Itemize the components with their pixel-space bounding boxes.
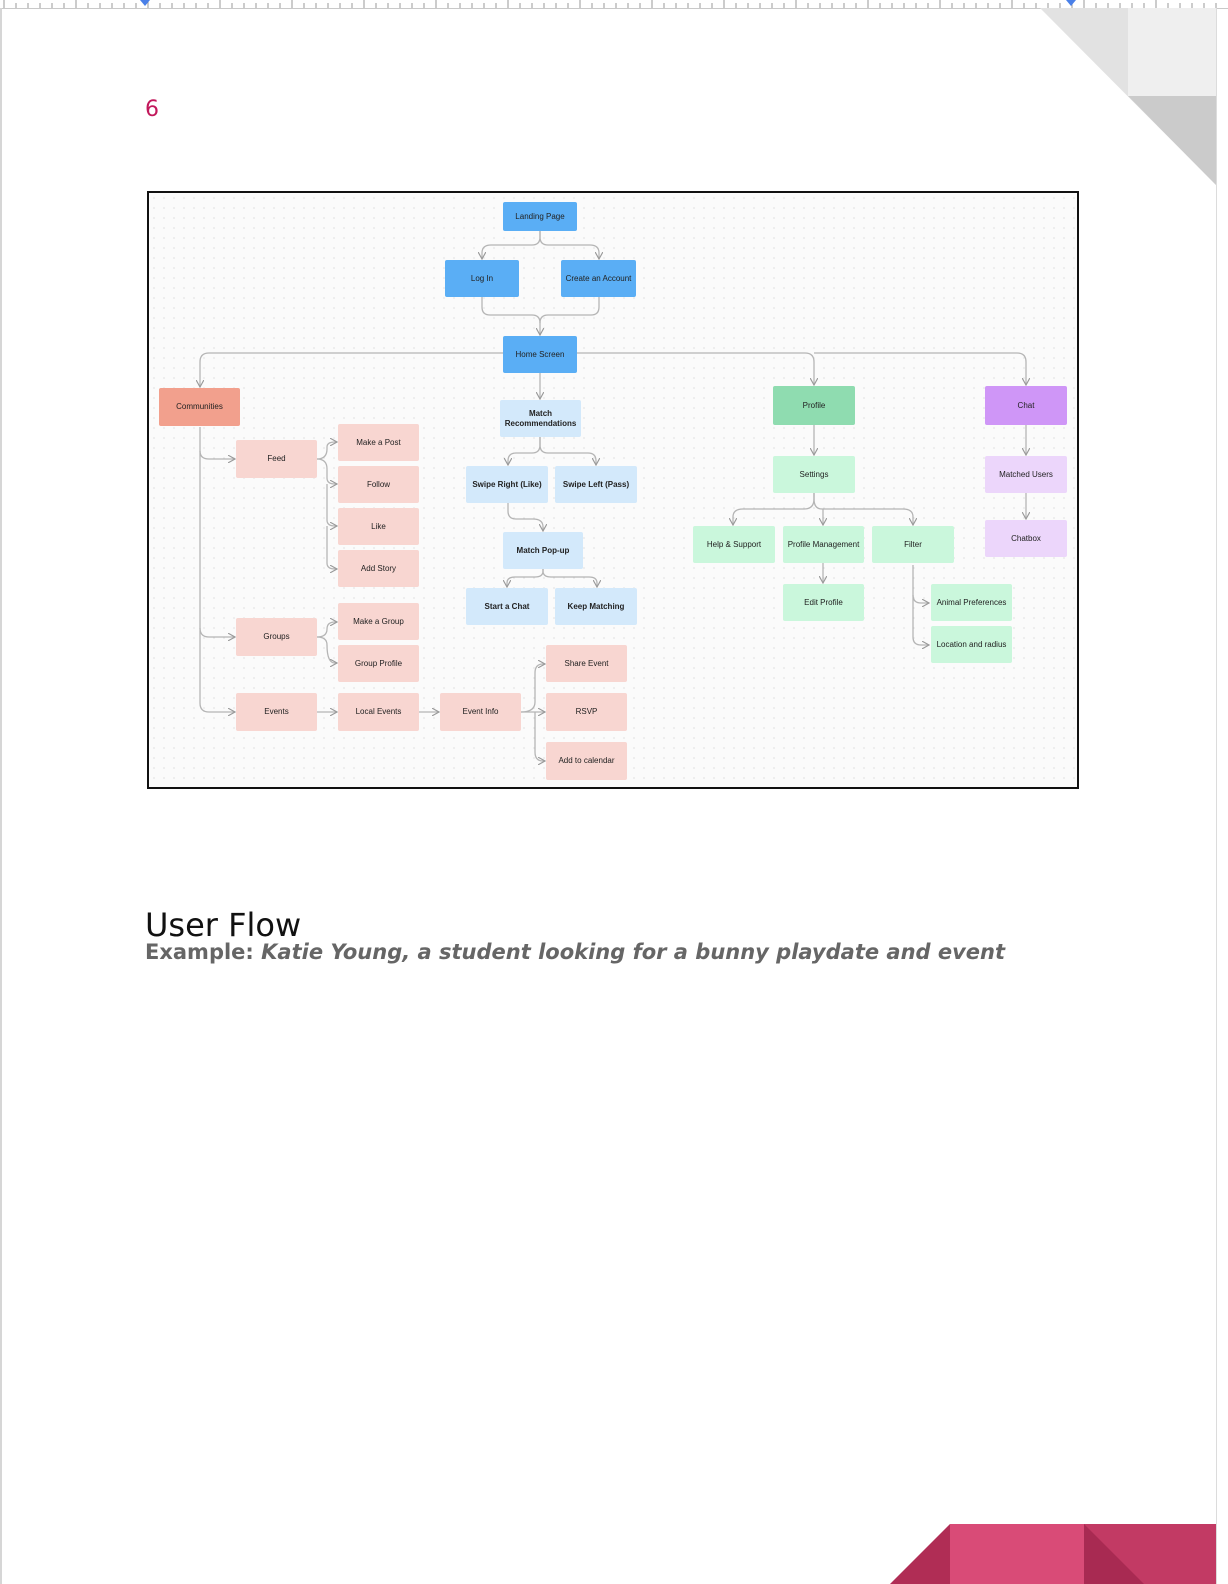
node-keep-matching: Keep Matching [555, 588, 637, 625]
page-right-border [1216, 8, 1217, 1584]
node-profile-management: Profile Management [783, 526, 864, 563]
user-flow-diagram: Landing Page Log In Create an Account Ho… [147, 191, 1079, 789]
node-swipe-left: Swipe Left (Pass) [555, 466, 637, 503]
corner-decoration [1040, 8, 1216, 185]
node-like: Like [338, 508, 419, 545]
node-local-events: Local Events [338, 693, 419, 731]
node-settings: Settings [773, 456, 855, 493]
node-help-support: Help & Support [693, 526, 775, 563]
node-add-story: Add Story [338, 550, 419, 587]
node-landing-page: Landing Page [503, 202, 577, 231]
node-groups: Groups [236, 618, 317, 656]
example-line: Example: Katie Young, a student looking … [145, 940, 1005, 964]
node-match-popup: Match Pop-up [503, 532, 583, 569]
node-event-info: Event Info [440, 693, 521, 731]
left-indent-marker-icon[interactable] [140, 0, 150, 6]
node-group-profile: Group Profile [338, 645, 419, 682]
node-profile: Profile [773, 386, 855, 425]
node-home-screen: Home Screen [503, 336, 577, 373]
node-share-event: Share Event [546, 645, 627, 682]
node-filter: Filter [872, 526, 954, 563]
node-events: Events [236, 693, 317, 731]
page-number: 6 [145, 97, 159, 122]
node-matched-users: Matched Users [985, 456, 1067, 493]
node-chatbox: Chatbox [985, 520, 1067, 557]
page-left-border [0, 8, 2, 1584]
node-communities: Communities [159, 388, 240, 426]
node-log-in: Log In [445, 260, 519, 297]
node-create-account: Create an Account [561, 260, 636, 297]
node-add-to-calendar: Add to calendar [546, 742, 627, 780]
node-chat: Chat [985, 386, 1067, 425]
right-indent-marker-icon[interactable] [1066, 0, 1076, 6]
node-make-a-group: Make a Group [338, 603, 419, 640]
example-label: Example: [145, 940, 254, 964]
ruler-ticks [3, 0, 1217, 8]
node-feed: Feed [236, 440, 317, 478]
node-swipe-right: Swipe Right (Like) [466, 466, 548, 503]
node-start-a-chat: Start a Chat [466, 588, 548, 625]
node-make-a-post: Make a Post [338, 424, 419, 461]
example-text: Katie Young, a student looking for a bun… [261, 940, 1006, 964]
node-animal-preferences: Animal Preferences [931, 584, 1012, 621]
node-location-radius: Location and radius [931, 626, 1012, 663]
node-match-recommendations: Match Recommendations [500, 400, 581, 437]
section-title: User Flow [145, 905, 302, 944]
node-edit-profile: Edit Profile [783, 584, 864, 621]
top-ruler [0, 0, 1228, 9]
node-rsvp: RSVP [546, 693, 627, 731]
node-follow: Follow [338, 466, 419, 503]
